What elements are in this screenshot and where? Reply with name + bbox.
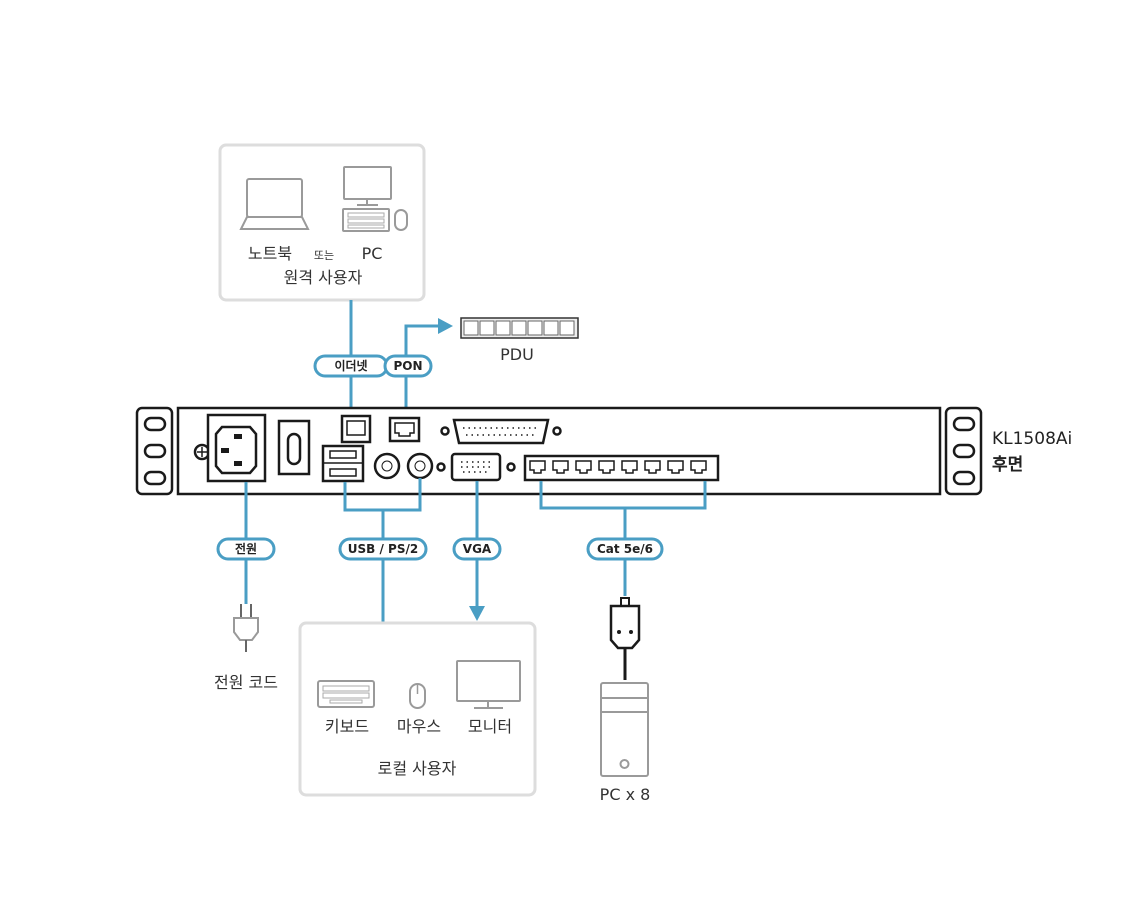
svg-text:전원: 전원 [235, 541, 257, 556]
ground-icon [193, 443, 211, 461]
pc-label: PC [362, 244, 383, 263]
pon-arrow-icon [438, 318, 453, 334]
power-plug-icon [233, 604, 259, 652]
vga-pill: VGA [452, 537, 502, 561]
local-user-box: 키보드 마우스 모니터 로컬 사용자 [298, 621, 537, 797]
usb-ports-icon [321, 444, 365, 483]
monitor-icon [456, 660, 521, 709]
pdu-label: PDU [500, 345, 534, 364]
local-user-title: 로컬 사용자 [378, 759, 457, 778]
device-view-label: 후면 [992, 454, 1023, 475]
cat-pill: Cat 5e/6 [586, 537, 664, 561]
monitor-label: 모니터 [468, 717, 512, 736]
svg-text:VGA: VGA [463, 542, 492, 556]
rj45-kvm-ports-icon [523, 454, 720, 482]
usb-ps2-line [343, 478, 422, 622]
ethernet-port-icon [340, 414, 372, 444]
keyboard-label: 키보드 [325, 717, 369, 736]
svg-text:이더넷: 이더넷 [334, 358, 367, 373]
mouse-icon [409, 683, 426, 709]
pcs-label: PC x 8 [600, 785, 651, 804]
laptop-icon [239, 178, 310, 230]
kvm-device-rear [135, 406, 983, 496]
power-switch-icon [277, 419, 311, 476]
db25-port-icon [440, 418, 562, 445]
power-cord-label: 전원 코드 [214, 673, 278, 692]
pc-tower-icon [600, 682, 649, 777]
power-pill: 전원 [216, 537, 276, 561]
ethernet-pill: 이더넷 [313, 354, 389, 378]
device-model: KL1508Ai [992, 429, 1072, 449]
remote-user-title: 원격 사용자 [284, 268, 363, 287]
or-label: 또는 [314, 249, 334, 262]
remote-user-box: 노트북 또는 PC 원격 사용자 [218, 143, 426, 302]
pdu-icon [460, 317, 579, 339]
svg-text:USB / PS/2: USB / PS/2 [348, 542, 418, 556]
power-inlet-icon [206, 413, 267, 483]
svg-text:PON: PON [393, 359, 422, 373]
pon-pill: PON [383, 354, 433, 378]
keyboard-icon [317, 680, 375, 708]
vga-port-icon [436, 452, 516, 482]
laptop-label: 노트북 [248, 244, 292, 263]
mouse-label: 마우스 [397, 717, 441, 736]
vga-arrow-icon [469, 606, 485, 621]
usb-ps2-pill: USB / PS/2 [338, 537, 428, 561]
pon-port-icon [388, 416, 421, 443]
ps2-ports-icon [373, 452, 434, 480]
pon-line [404, 324, 440, 418]
rj45-connector-icon [609, 597, 641, 680]
svg-text:Cat 5e/6: Cat 5e/6 [597, 542, 653, 556]
desktop-pc-icon [342, 166, 408, 232]
